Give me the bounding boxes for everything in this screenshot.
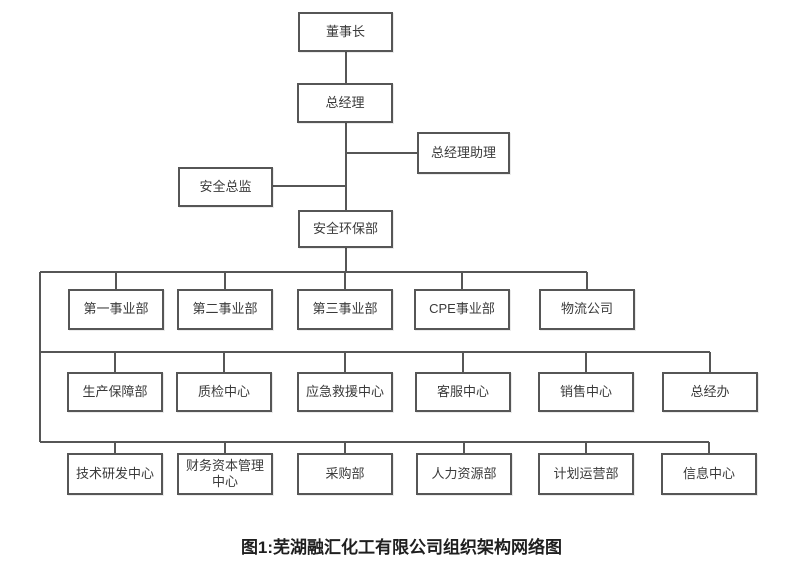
org-node-division-2: 第二事业部 bbox=[177, 289, 273, 330]
org-node-emergency-rescue-center: 应急救援中心 bbox=[297, 372, 393, 412]
org-node-cpe-division: CPE事业部 bbox=[414, 289, 510, 330]
org-node-division-3: 第三事业部 bbox=[297, 289, 393, 330]
org-node-safety-director: 安全总监 bbox=[178, 167, 273, 207]
figure-caption: 图1:芜湖融汇化工有限公司组织架构网络图 bbox=[240, 538, 563, 557]
org-node-planning-operations-dept: 计划运营部 bbox=[538, 453, 634, 495]
org-node-information-center: 信息中心 bbox=[661, 453, 757, 495]
org-node-general-manager: 总经理 bbox=[297, 83, 393, 123]
org-node-chairman: 董事长 bbox=[298, 12, 393, 52]
org-node-quality-inspection-center: 质检中心 bbox=[176, 372, 272, 412]
org-node-production-support-dept: 生产保障部 bbox=[67, 372, 163, 412]
org-node-hr-dept: 人力资源部 bbox=[416, 453, 512, 495]
org-node-rnd-center: 技术研发中心 bbox=[67, 453, 163, 495]
org-node-division-1: 第一事业部 bbox=[68, 289, 164, 330]
org-node-finance-capital-center: 财务资本管理中心 bbox=[177, 453, 273, 495]
org-node-purchasing-dept: 采购部 bbox=[297, 453, 393, 495]
org-node-gm-office: 总经办 bbox=[662, 372, 758, 412]
org-node-logistics-company: 物流公司 bbox=[539, 289, 635, 330]
org-node-sales-center: 销售中心 bbox=[538, 372, 634, 412]
org-node-customer-service-center: 客服中心 bbox=[415, 372, 511, 412]
org-node-gm-assistant: 总经理助理 bbox=[417, 132, 510, 174]
org-node-safety-env-dept: 安全环保部 bbox=[298, 210, 393, 248]
